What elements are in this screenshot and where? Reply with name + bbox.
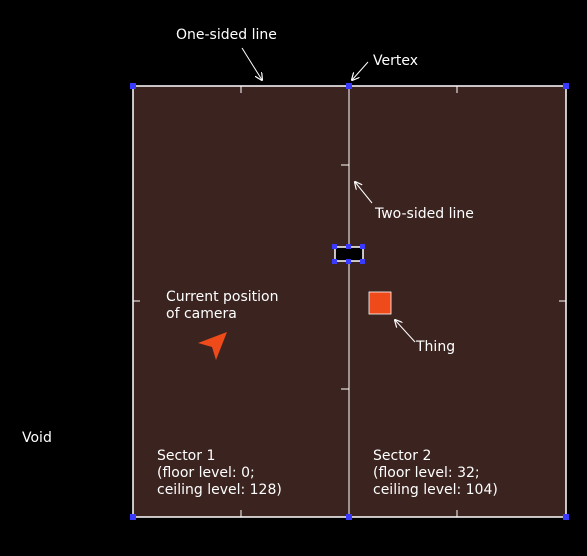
two-sided-line-label: Two-sided line — [374, 206, 474, 222]
vertex-icon — [563, 514, 569, 520]
vertex-markers — [130, 83, 569, 520]
sector-1-area — [133, 86, 349, 517]
sector-2-title: Sector 2 — [373, 448, 431, 464]
camera-label-line1: Current position — [166, 289, 279, 305]
vertex-icon — [346, 514, 352, 520]
sector-1-floor: (floor level: 0; — [157, 465, 255, 481]
sector-2-floor: (floor level: 32; — [373, 465, 480, 481]
line-selection-box — [332, 244, 365, 264]
one-sided-line-label: One-sided line — [176, 27, 277, 43]
camera-label-line2: of camera — [166, 306, 237, 322]
sector-1-title: Sector 1 — [157, 448, 215, 464]
callout-arrows — [241, 47, 416, 343]
vertex-icon — [130, 83, 136, 89]
sector-2-ceiling: ceiling level: 104) — [373, 482, 498, 498]
sector-1-ceiling: ceiling level: 128) — [157, 482, 282, 498]
void-label: Void — [22, 430, 52, 446]
vertex-label: Vertex — [373, 53, 418, 69]
line-ticks — [133, 86, 566, 517]
vertex-icon — [563, 83, 569, 89]
thing-square-icon — [368, 291, 392, 315]
vertex-icon — [130, 514, 136, 520]
thing-label: Thing — [415, 339, 455, 355]
camera-arrow-icon — [198, 332, 227, 360]
vertex-icon — [346, 83, 352, 89]
